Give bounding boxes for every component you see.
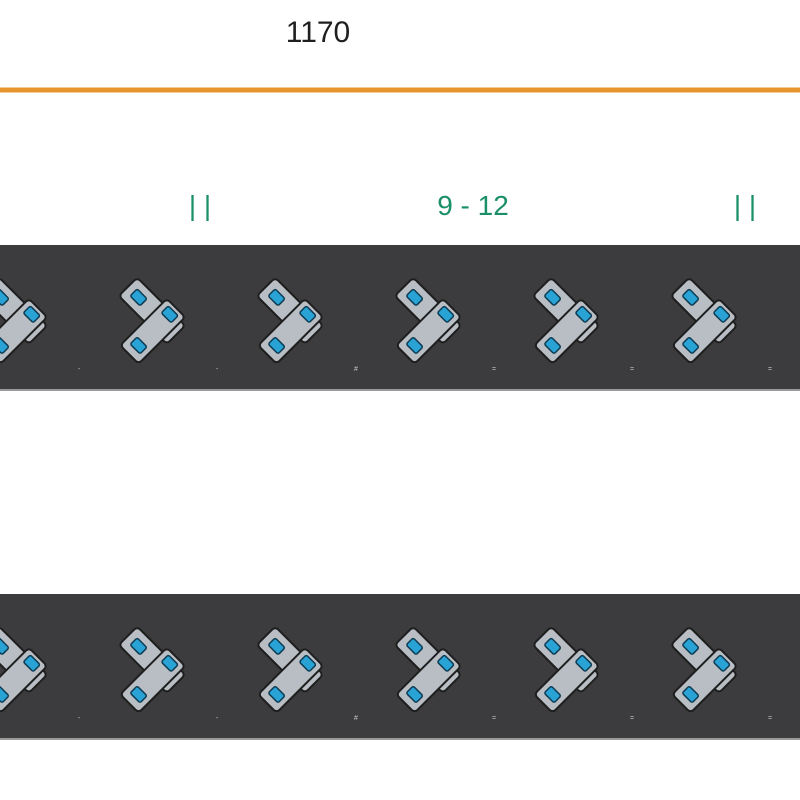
tile-mark: = (630, 366, 634, 373)
top-rail: - - # = = = (0, 245, 800, 391)
group-separator-right: | | (734, 190, 756, 221)
group-label: 9 - 12 (437, 190, 509, 221)
tile-mark: # (354, 715, 358, 722)
rail-body (0, 245, 800, 390)
tile-mark: - (216, 715, 219, 722)
tile-mark: = (630, 715, 634, 722)
rail-body (0, 594, 800, 739)
tile-mark: = (492, 366, 496, 373)
tile-mark: - (78, 366, 81, 373)
tile-mark: = (768, 715, 772, 722)
dimension-label: 1170 (286, 16, 351, 49)
tile-mark: = (492, 715, 496, 722)
tile-mark: - (216, 366, 219, 373)
group-separator-left: | | (189, 190, 211, 221)
tile-mark: # (354, 366, 358, 373)
bottom-rail: - - # = = = (0, 594, 800, 740)
tile-mark: = (768, 366, 772, 373)
tile-mark: - (78, 715, 81, 722)
